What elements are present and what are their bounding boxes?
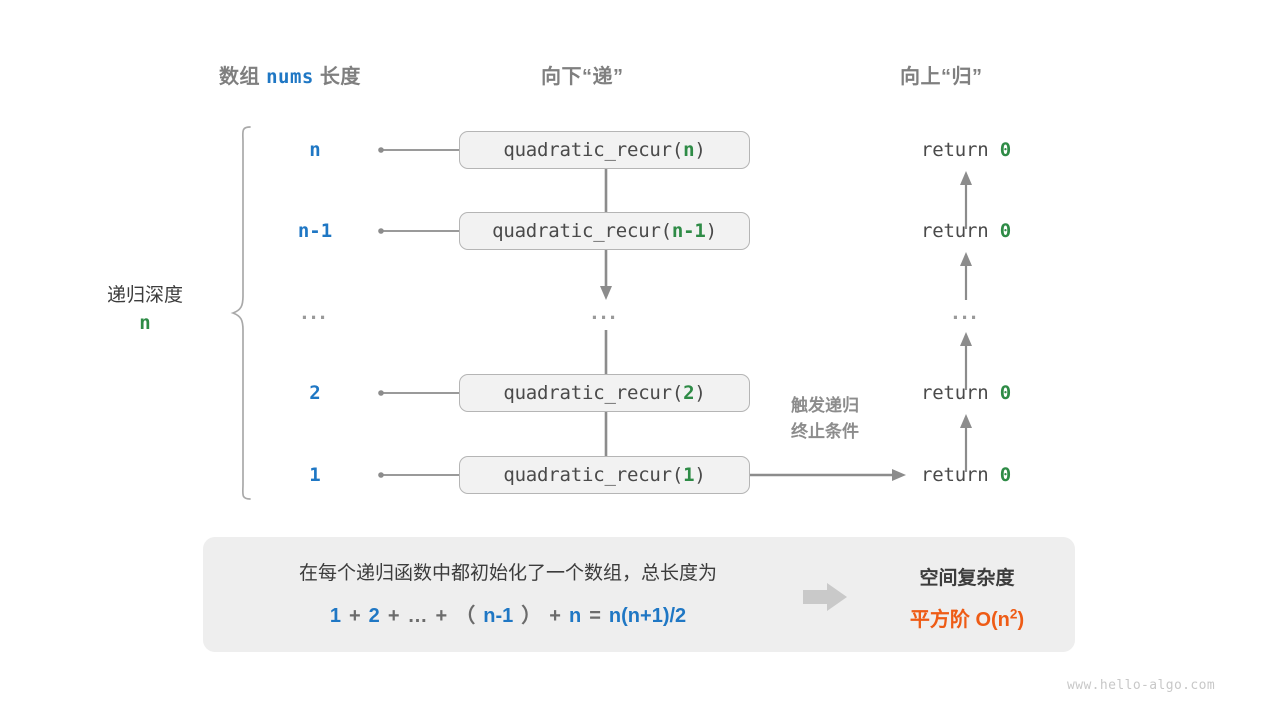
watermark: www.hello-algo.com [1067,678,1216,693]
result-close-paren: ) [1017,609,1025,631]
header-array-prefix: 数组 [219,66,260,88]
base-case-return-arrow [750,469,906,481]
trigger-note-line-1: 触发递归 [791,396,859,415]
formula-token-6: （ [455,605,476,627]
return-row-0: return 0 [866,139,1066,161]
return-value-row-4: 0 [999,464,1011,486]
formula-token-4: … [407,605,428,627]
summary-description: 在每个递归函数中都初始化了一个数组，总长度为 [298,563,717,584]
result-notation: O(n [975,609,1010,631]
recursion-depth-title: 递归深度 [106,285,183,306]
descend-arrow-1-to-2 [600,250,612,300]
recursion-depth-value: n [139,311,151,334]
formula-token-5: + [435,605,448,627]
call-box-suffix-row-1: ) [705,220,717,242]
return-keyword-row-1: return [921,220,1000,242]
formula-token-11: = [589,605,601,627]
call-box-prefix-row-4: quadratic_recur( [503,464,684,486]
formula-token-1: + [348,605,361,627]
return-value-row-3: 0 [999,382,1011,404]
header-length-suffix: 长度 [319,66,361,88]
call-box-suffix-row-3: ) [694,382,706,404]
return-row-1: return 0 [866,220,1066,242]
call-box-row-4[interactable]: quadratic_recur(1) [459,456,750,494]
call-box-prefix-row-3: quadratic_recur( [503,382,684,404]
header-descend: 向下“递” [541,66,624,88]
connector-row-0 [378,147,466,153]
depth-brace [230,126,251,500]
formula-token-7: n-1 [483,605,514,627]
formula-token-8: ） [521,605,542,627]
ascend-arrow-2-to-1 [960,252,972,300]
size-value-row-2: ... [301,299,329,324]
formula-token-2: 2 [368,605,380,627]
call-ellipsis-row-2: ... [591,299,619,324]
recursion-depth-label: 递归深度 n [60,282,230,337]
ascend-arrow-4-to-3 [960,414,972,472]
summary-formula: 1 + 2 + … + （ n-1 ） + n = n(n+1)/2 [228,599,788,628]
return-row-4: return 0 [866,464,1066,486]
call-box-arg-row-1: n-1 [671,220,706,242]
ascend-arrow-3-to-2 [960,332,972,390]
return-ellipsis-row-2: ... [952,299,980,324]
call-box-prefix-row-0: quadratic_recur( [503,139,684,161]
result-title: 空间复杂度 [919,568,1015,589]
return-value-row-0: 0 [999,139,1011,161]
formula-token-10: n [568,605,582,627]
right-arrow-icon [803,583,847,611]
header-nums-label: nums [266,66,314,88]
result-prefix: 平方阶 [909,609,970,631]
call-box-row-1[interactable]: quadratic_recur(n-1) [459,212,750,250]
call-box-arg-row-0: n [683,139,695,161]
call-box-arg-row-4: 1 [683,464,695,486]
return-keyword-row-4: return [921,464,1000,486]
size-value-row-0: n [309,139,321,161]
trigger-note-line-2: 终止条件 [791,422,859,442]
header-ascend: 向上“归” [900,66,983,88]
connector-row-1 [378,228,466,234]
ascend-arrow-1-to-0 [960,171,972,229]
header-array-length: 数组 nums 长度 [219,60,361,89]
result-value: 平方阶 O(n2) [869,603,1065,632]
call-box-suffix-row-4: ) [694,464,706,486]
size-value-row-3: 2 [309,382,321,404]
call-box-prefix-row-1: quadratic_recur( [492,220,672,242]
size-value-row-4: 1 [309,464,321,486]
call-box-row-0[interactable]: quadratic_recur(n) [459,131,750,169]
connector-row-4 [378,472,466,478]
formula-token-9: + [549,605,561,627]
formula-token-0: 1 [329,605,341,627]
call-box-row-3[interactable]: quadratic_recur(2) [459,374,750,412]
formula-token-12: n(n+1)/2 [608,605,687,627]
call-box-suffix-row-0: ) [694,139,706,161]
summary-panel: 在每个递归函数中都初始化了一个数组，总长度为 1 + 2 + … + （ n-1… [203,537,1075,652]
formula-token-3: + [387,605,400,627]
call-box-arg-row-3: 2 [683,382,695,404]
return-keyword-row-0: return [921,139,1000,161]
size-value-row-1: n-1 [297,220,333,242]
return-row-3: return 0 [866,382,1066,404]
trigger-termination-note: 触发递归 终止条件 [755,393,895,446]
connector-row-3 [378,390,466,396]
return-value-row-1: 0 [999,220,1011,242]
return-keyword-row-3: return [921,382,1000,404]
result-exponent: 2 [1009,606,1018,622]
